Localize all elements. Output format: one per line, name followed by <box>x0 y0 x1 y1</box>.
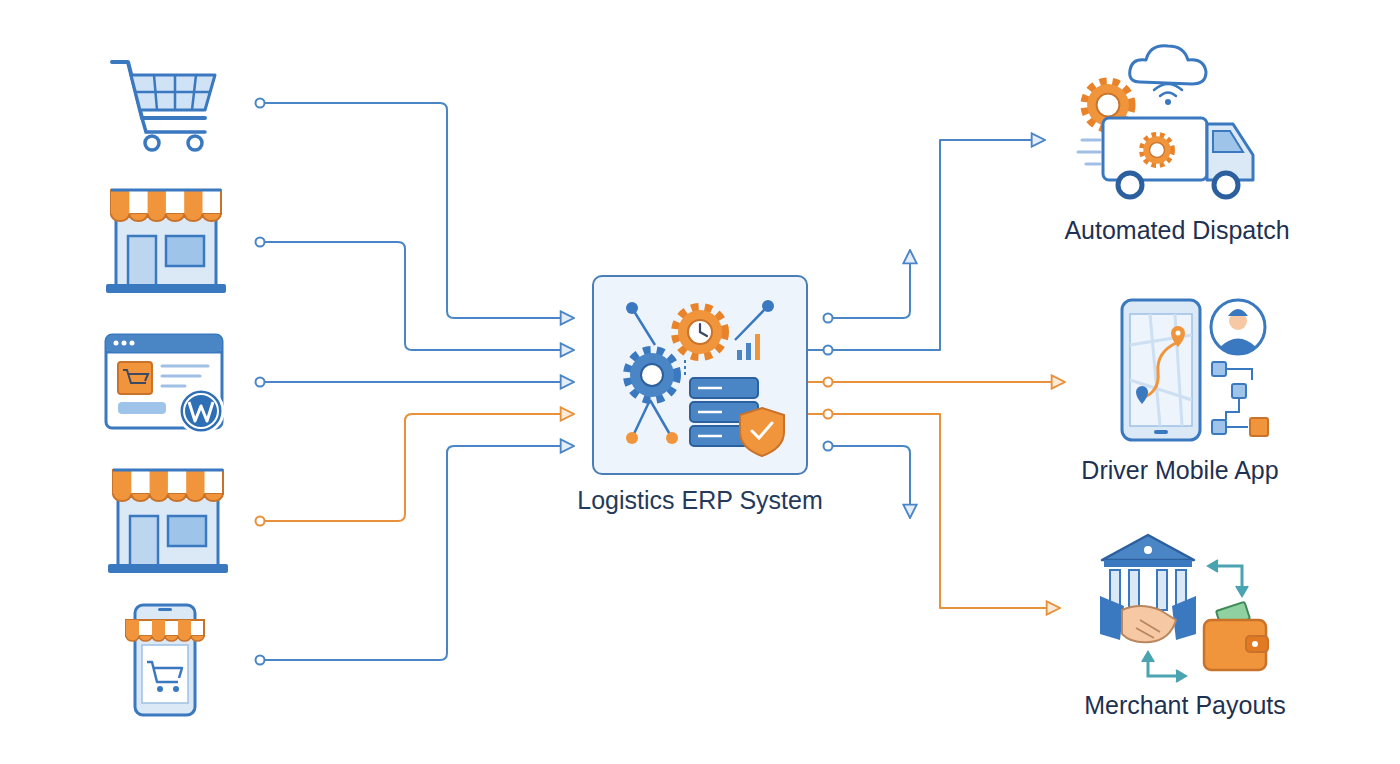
output-node: Driver Mobile App <box>1065 295 1295 485</box>
node-label: Driver Mobile App <box>1081 455 1278 485</box>
cart-icon <box>112 62 215 150</box>
node-label: Merchant Payouts <box>1084 690 1286 720</box>
flow-connector <box>808 381 1065 383</box>
flow-connector <box>808 140 1045 350</box>
mobile-shop-icon <box>126 605 204 715</box>
erp-system-box: Logistics ERP System <box>592 275 808 475</box>
flow-connector <box>808 414 1060 608</box>
website-icon <box>106 335 223 433</box>
bank-illustration <box>1100 535 1268 682</box>
output-node: Automated Dispatch <box>1045 40 1309 245</box>
van-illustration <box>1078 46 1253 197</box>
phone-illustration <box>1122 300 1268 440</box>
erp-illustration <box>593 276 807 474</box>
shop-icon <box>108 470 228 573</box>
output-node: Merchant Payouts <box>1060 525 1310 720</box>
node-label: Logistics ERP System <box>577 485 822 515</box>
node-label: Automated Dispatch <box>1064 215 1289 245</box>
shop-icon <box>106 190 226 293</box>
